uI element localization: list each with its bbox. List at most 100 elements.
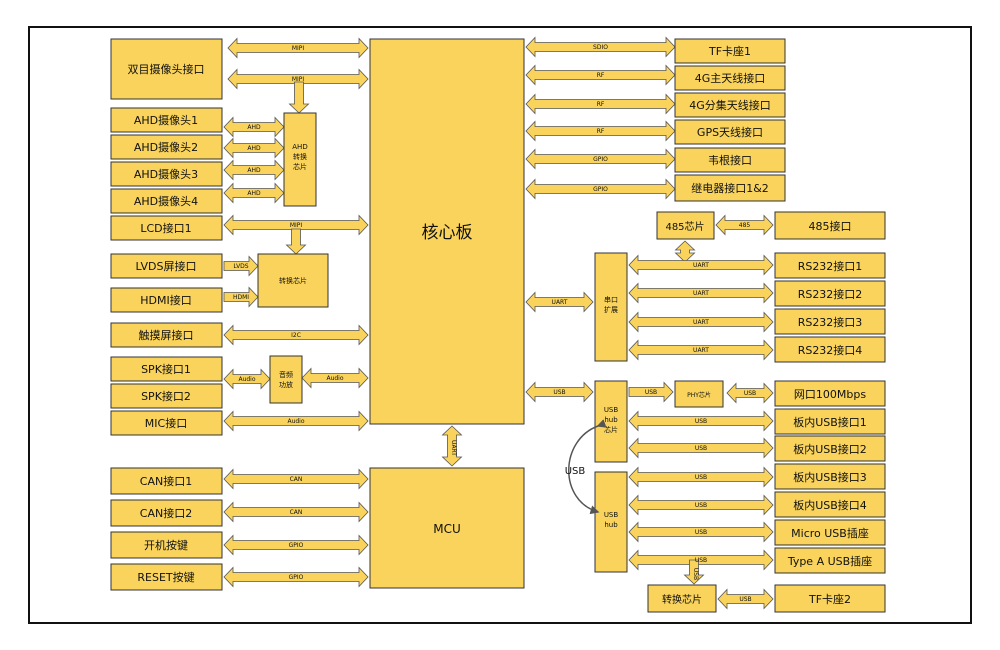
mipi-ahd-arrow xyxy=(227,68,369,90)
spk-2-label: SPK接口2 xyxy=(141,390,191,403)
uart-rs232-1-arrow xyxy=(628,254,774,276)
spk-1-label: SPK接口1 xyxy=(141,363,191,376)
ethernet-box xyxy=(774,380,886,407)
gpio-wiegand-signal-label: GPIO xyxy=(593,156,608,163)
rs232-2-box xyxy=(774,280,886,307)
can-1-arrow xyxy=(223,468,369,490)
hdmi-label: HDMI接口 xyxy=(140,294,191,307)
usb-to-conversion-arrow xyxy=(683,559,705,585)
ahd-camera-2-box xyxy=(110,134,223,160)
usb-board-4-signal-label: USB xyxy=(695,502,707,509)
ahd-2-signal-label: AHD xyxy=(247,145,261,152)
board-usb-3-box xyxy=(774,463,886,490)
lcd-label: LCD接口1 xyxy=(140,222,191,235)
lvds-signal-label: LVDS xyxy=(233,263,248,270)
board-usb-4-label: 板内USB接口4 xyxy=(793,498,867,512)
dual-camera-label: 双目摄像头接口 xyxy=(128,62,205,76)
rs232-3-box xyxy=(774,308,886,335)
conversion-chip-label: 转换芯片 xyxy=(279,276,307,285)
gpio-relay-signal-label: GPIO xyxy=(593,186,608,193)
sdio-signal-label: SDIO xyxy=(593,44,608,51)
can-1-box xyxy=(110,467,223,495)
gps-antenna-box xyxy=(674,119,786,145)
relay-box xyxy=(674,174,786,202)
usb-board-2-signal-label: USB xyxy=(695,445,707,452)
ethernet-label: 网口100Mbps xyxy=(794,388,866,401)
audio-amp-label-2: 功放 xyxy=(279,380,293,389)
rf-4g-div-signal-label: RF xyxy=(597,101,605,108)
usb-board-4-arrow xyxy=(628,494,774,516)
4g-main-antenna-label: 4G主天线接口 xyxy=(695,71,766,85)
usb-board-1-arrow xyxy=(628,410,774,432)
rs485-box xyxy=(774,211,886,240)
usb-type-a-arrow xyxy=(628,549,774,571)
board-usb-2-box xyxy=(774,435,886,462)
lcd-box xyxy=(110,215,223,241)
lcd-mipi-signal-label: MIPI xyxy=(290,222,303,229)
mipi-camera-signal-label: MIPI xyxy=(292,45,305,52)
mipi-to-ahd-chip-arrow xyxy=(288,81,310,114)
ahd-camera-1-label: AHD摄像头1 xyxy=(134,113,198,127)
audio-mic-arrow xyxy=(223,410,369,432)
rs485-chip-link-arrow xyxy=(674,240,696,263)
core-board-block xyxy=(369,38,525,425)
can-2-label: CAN接口2 xyxy=(140,507,192,520)
i2c-arrow xyxy=(223,324,369,346)
power-key-box xyxy=(110,531,223,559)
usb-hub-chip-label-2: hub xyxy=(604,416,618,424)
conversion-chip-block xyxy=(257,253,329,308)
rs232-2-label: RS232接口2 xyxy=(798,288,863,301)
right-interfaces: TF卡座1 4G主天线接口 4G分集天线接口 GPS天线接口 韦根接口 继电器接… xyxy=(674,38,886,613)
can-2-signal-label: CAN xyxy=(290,509,303,516)
gps-antenna-label: GPS天线接口 xyxy=(697,125,763,139)
type-a-usb-label: Type A USB插座 xyxy=(787,554,872,568)
reset-key-box xyxy=(110,563,223,591)
can-2-box xyxy=(110,499,223,527)
ahd-camera-4-box xyxy=(110,188,223,214)
core-board-label: 核心板 xyxy=(422,223,473,243)
mipi-camera-arrow xyxy=(227,37,369,59)
connection-arrows xyxy=(223,36,774,610)
4g-main-antenna-box xyxy=(674,65,786,91)
lcd-mipi-arrow xyxy=(223,214,369,236)
uart-rs232-3-arrow xyxy=(628,311,774,333)
touch-box xyxy=(110,322,223,348)
4g-diversity-antenna-box xyxy=(674,92,786,118)
tf-card-1-box xyxy=(674,38,786,64)
lvds-box xyxy=(110,253,223,279)
gpio-reset-arrow xyxy=(223,566,369,588)
conversion-tf2-arrow xyxy=(717,588,774,610)
phy-eth-signal-label: USB xyxy=(744,390,756,397)
tf-card-1-label: TF卡座1 xyxy=(708,44,751,58)
audio-mic-signal-label: Audio xyxy=(287,418,304,425)
bottom-conversion-chip-block xyxy=(647,584,717,613)
dual-camera-box xyxy=(110,38,223,100)
hdmi-arrow xyxy=(223,286,259,308)
core-usb-arrow xyxy=(525,381,594,403)
board-usb-2-label: 板内USB接口2 xyxy=(793,442,867,456)
micro-usb-box xyxy=(774,519,886,546)
signal-labels: MIPIMIPIAHDAHDAHDAHDMIPILVDSHDMII2CAudio… xyxy=(233,44,756,603)
ahd-1-signal-label: AHD xyxy=(247,124,261,131)
hdmi-signal-label: HDMI xyxy=(233,294,249,301)
usb-hub-label-1: USB xyxy=(604,511,619,519)
rs485-arrow xyxy=(715,214,774,236)
serial-expansion-block xyxy=(594,252,628,362)
hub-phy-arrow xyxy=(628,381,674,403)
audio-amp-label-1: 音频 xyxy=(279,370,293,379)
phy-eth-arrow xyxy=(726,382,774,404)
serial-expansion-label-1: 串口 xyxy=(604,296,618,304)
rs232-1-box xyxy=(774,252,886,279)
rs485-signal-label: 485 xyxy=(739,222,751,229)
ahd-chip-label-3: 芯片 xyxy=(293,162,307,171)
left-interfaces: 双目摄像头接口 AHD摄像头1 AHD摄像头2 AHD摄像头3 AHD摄像头4 … xyxy=(110,38,223,591)
ahd-3-signal-label: AHD xyxy=(247,167,261,174)
rs485-label: 485接口 xyxy=(809,220,852,233)
usb-micro-arrow xyxy=(628,521,774,543)
ahd-chip-block xyxy=(283,112,317,207)
i2c-signal-label: I2C xyxy=(291,332,301,339)
gpio-power-signal-label: GPIO xyxy=(289,542,304,549)
mic-label: MIC接口 xyxy=(145,417,187,430)
rs232-3-label: RS232接口3 xyxy=(798,316,863,329)
